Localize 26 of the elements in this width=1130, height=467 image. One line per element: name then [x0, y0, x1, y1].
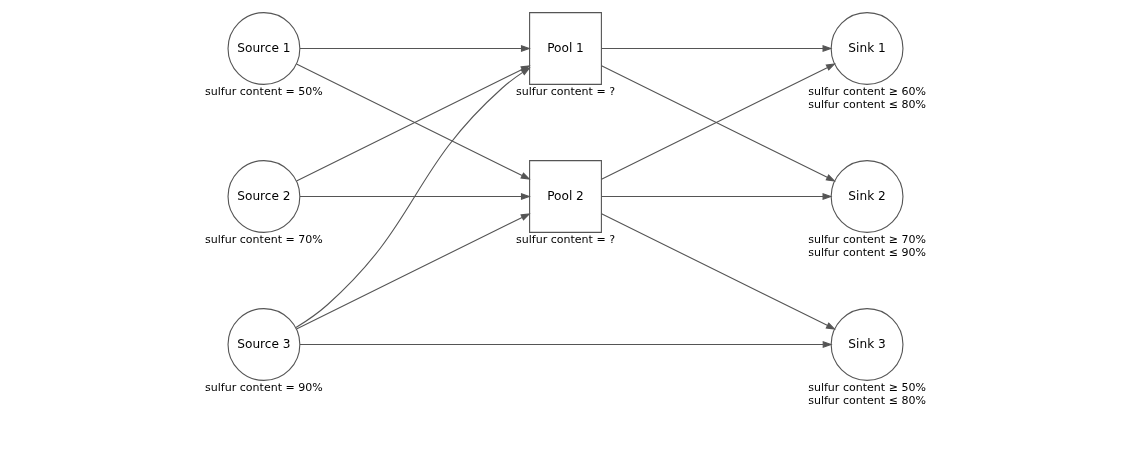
- node-circle: Sink 2: [830, 160, 903, 233]
- node-label: sulfur content ≥ 60%: [807, 85, 926, 99]
- node-label: sulfur content ≤ 80%: [807, 97, 926, 111]
- arrow: [298, 341, 833, 348]
- node-label: sulfur content = ?: [515, 233, 615, 247]
- arrow: [600, 193, 832, 200]
- node-label: sulfur content ≥ 70%: [807, 233, 926, 247]
- arrow: [600, 45, 832, 52]
- node-label: sulfur content ≤ 90%: [807, 245, 926, 259]
- arrow: [298, 193, 531, 200]
- node-circle: Sink 3: [830, 308, 903, 381]
- node-label: sulfur content = ?: [515, 85, 615, 99]
- node-circle: Source 3: [227, 308, 300, 381]
- node-circle: Sink 1: [830, 12, 903, 85]
- arrow: [298, 45, 531, 52]
- node-circle: Source 2: [227, 160, 300, 233]
- node-label: sulfur content = 70%: [204, 233, 323, 247]
- node-label: sulfur content ≥ 50%: [807, 381, 926, 395]
- node-label: sulfur content = 90%: [204, 381, 323, 395]
- node-label: sulfur content ≤ 80%: [807, 393, 926, 407]
- arrow: [600, 213, 836, 330]
- node-box: Pool 1: [528, 12, 602, 85]
- arrow: [295, 213, 531, 330]
- node-circle: Source 1: [227, 12, 300, 85]
- node-box: Pool 2: [528, 160, 602, 233]
- node-label: sulfur content = 50%: [204, 85, 323, 99]
